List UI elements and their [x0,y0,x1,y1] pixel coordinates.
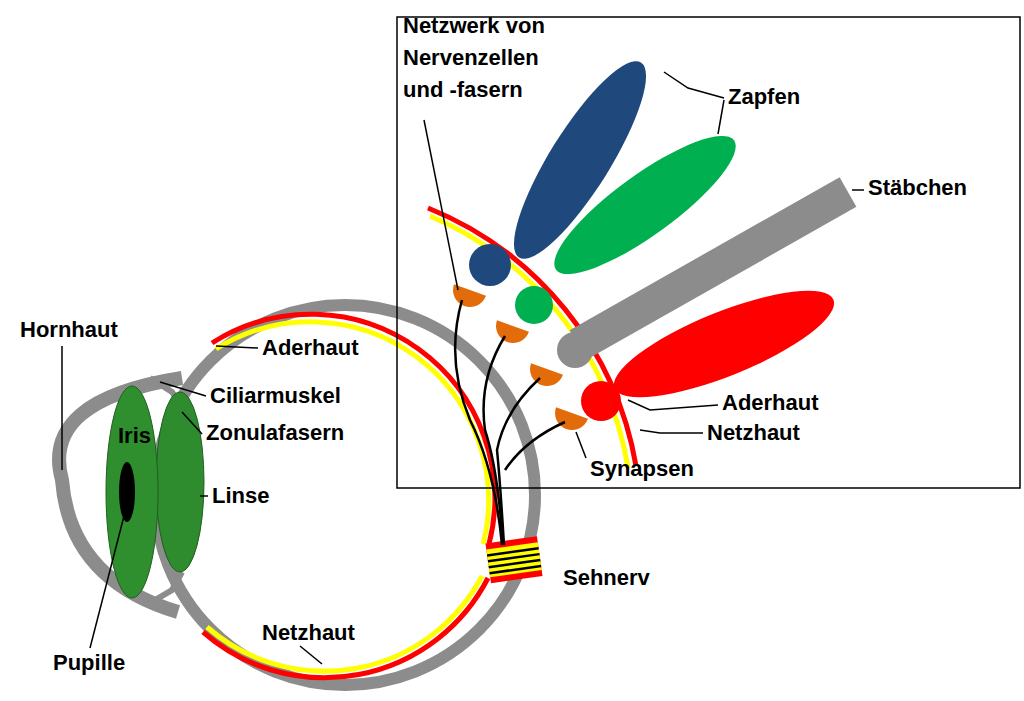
part-label: Zapfen [728,84,800,110]
part-label: Netzhaut [707,420,800,446]
part-label: Pupille [53,650,125,676]
part-label: Sehnerv [563,565,650,591]
part-label: Linse [212,483,269,509]
part-label: Hornhaut [20,317,118,343]
part-label: Netzwerk von Nervenzellen und -fasern [403,10,563,106]
part-label: Synapsen [590,456,694,482]
part-label: Iris [118,423,151,449]
part-label: Netzhaut [262,620,355,646]
part-label: Aderhaut [722,390,819,416]
part-label: Aderhaut [262,335,359,361]
part-label: Ciliarmuskel [210,383,341,409]
part-label: Zonulafasern [206,420,344,446]
part-label: Stäbchen [868,175,967,201]
